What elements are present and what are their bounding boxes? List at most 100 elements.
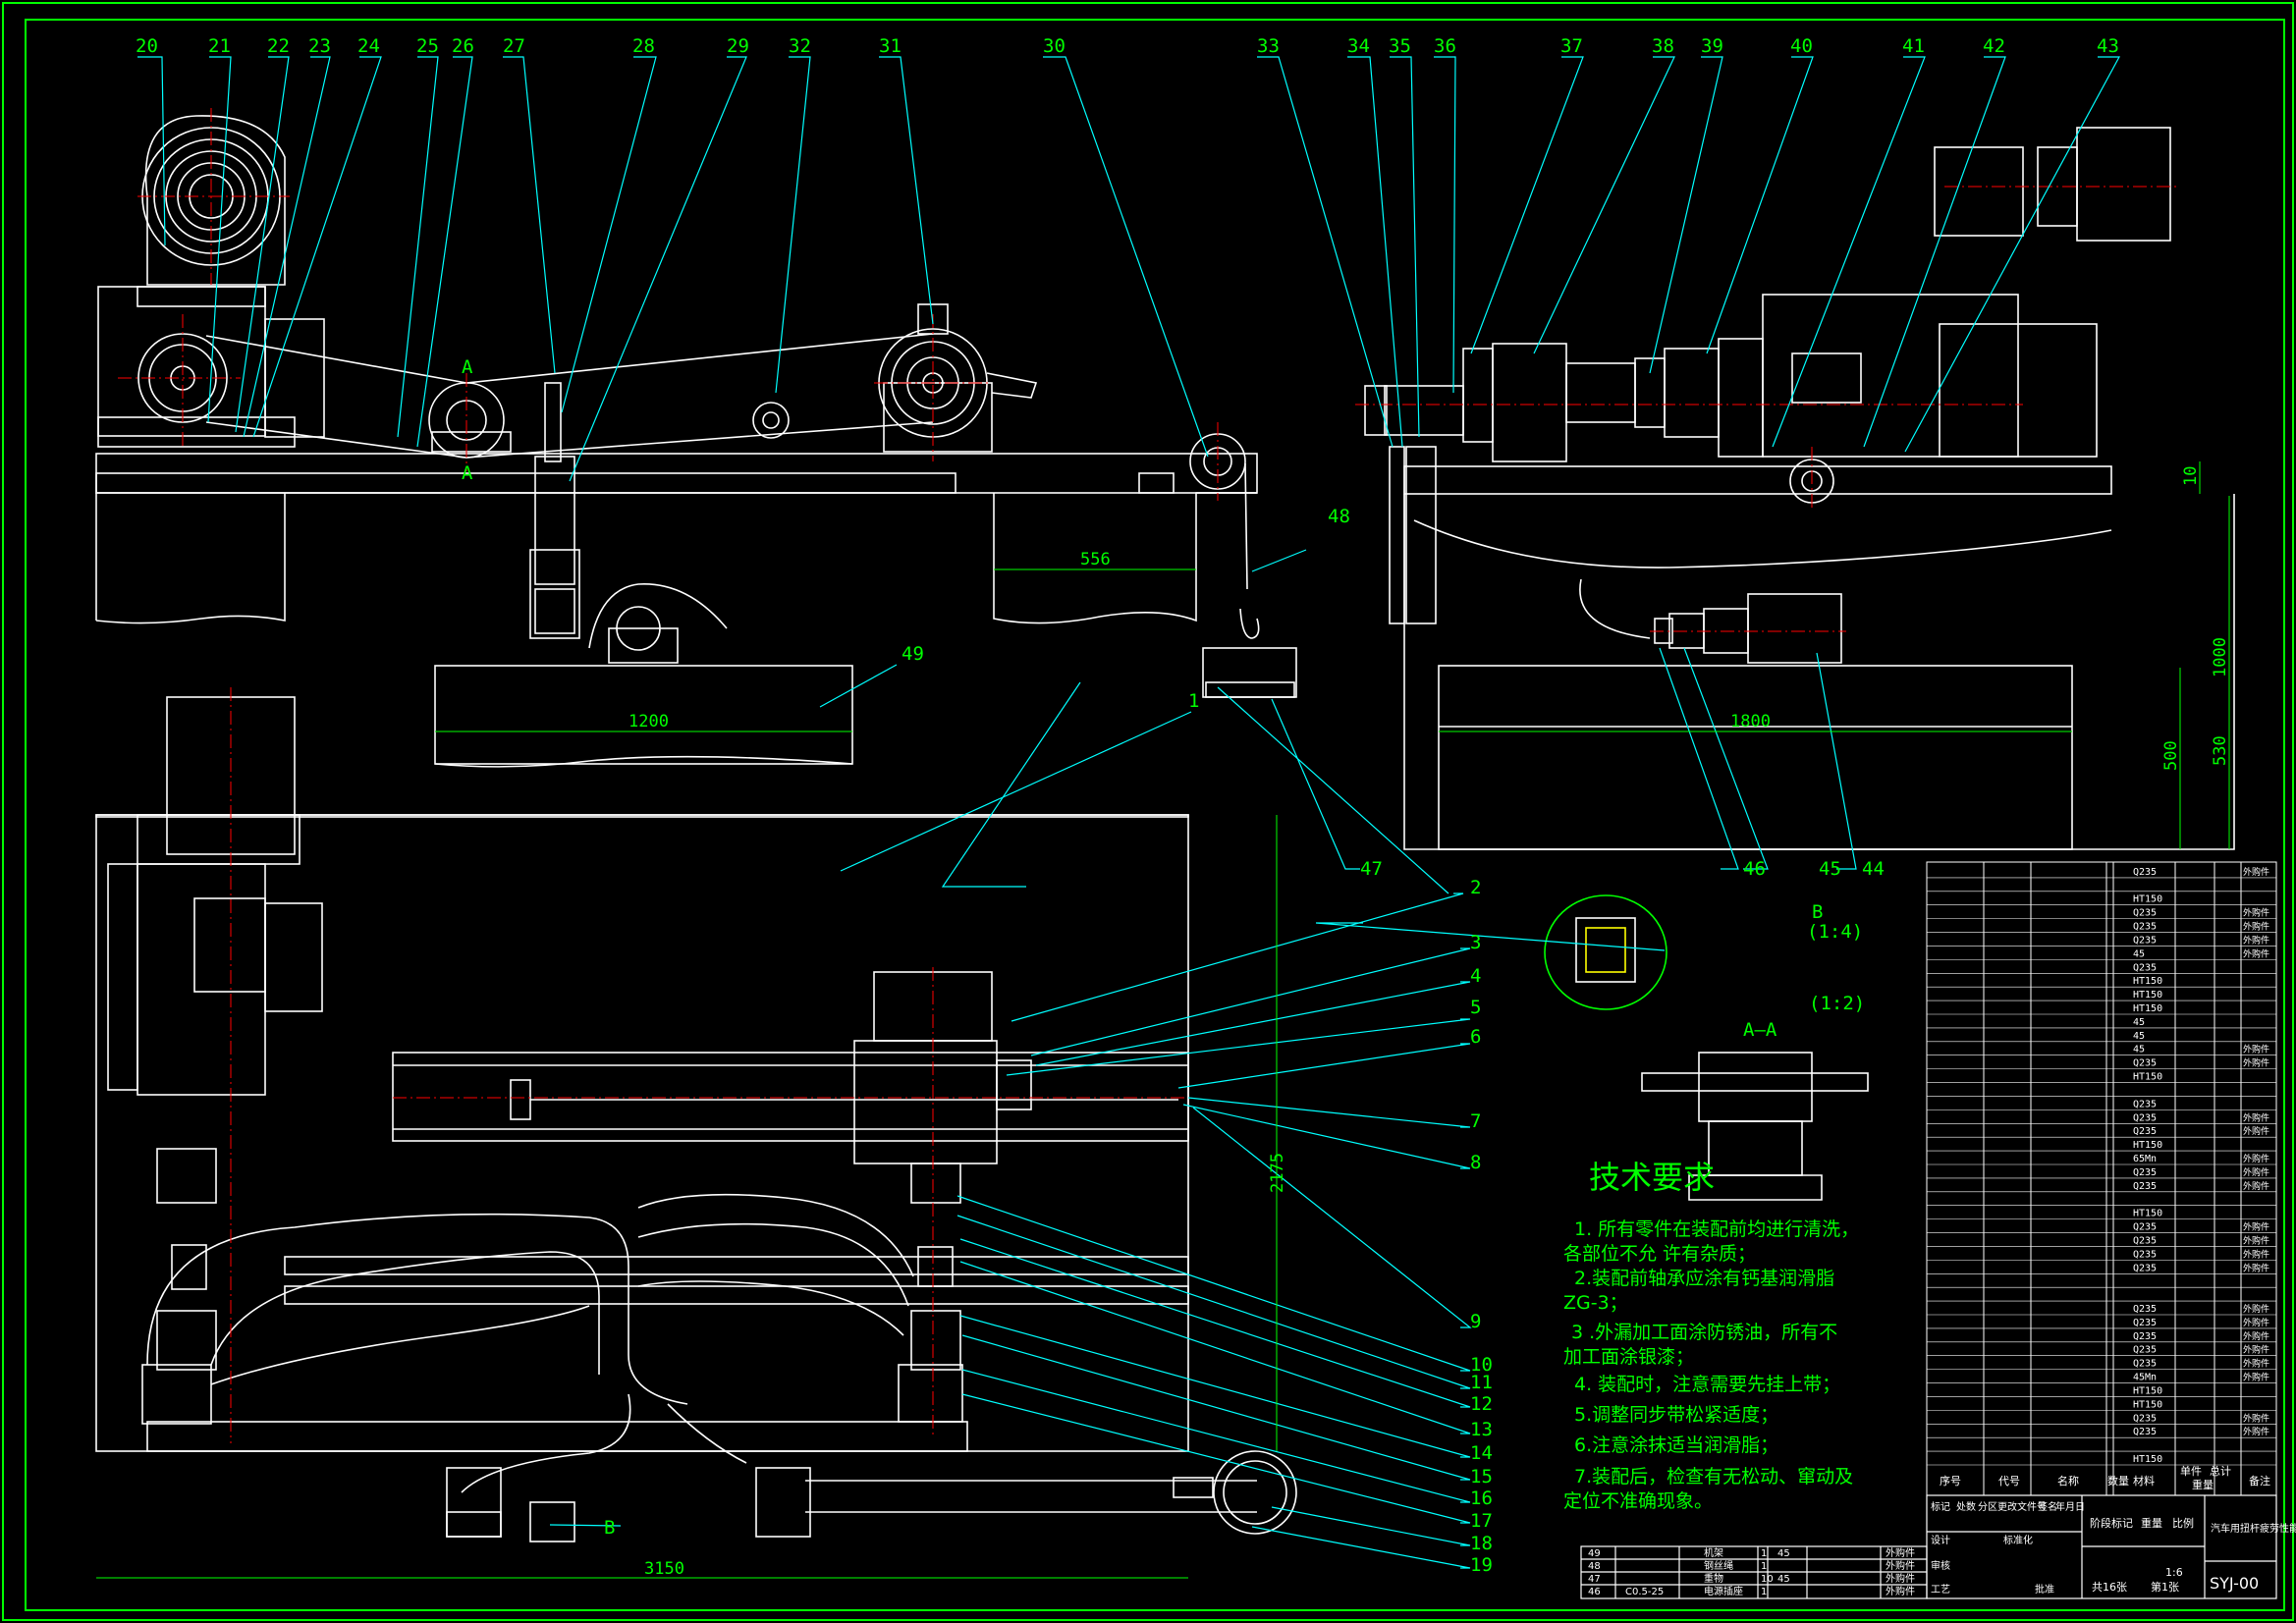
parts-row-material: Q235 [2133,1413,2157,1424]
parts-row-note: 外购件 [2243,1344,2269,1356]
callout-26: 26 [452,35,474,57]
section-marks: A A A—A (1:2) B (1:4) [462,356,1865,1041]
title-weight-label: 重量 [2141,1516,2162,1530]
small-note-2: 外购件 [1886,1559,1915,1572]
parts-row-note: 外购件 [2243,921,2269,933]
small-note-3: 外购件 [1886,1572,1915,1585]
title-row-count: 处数 [1956,1500,1976,1513]
small-row-2-name: 钢丝绳 [1704,1559,1733,1572]
parts-row-material: Q235 [2133,1222,2157,1233]
callout-22: 22 [267,35,290,57]
callout-31: 31 [879,35,902,57]
callout-16: 16 [1470,1488,1493,1509]
detail-b-title: B [1812,901,1823,923]
parts-row-note: 外购件 [2243,907,2269,919]
leader-lines [137,56,2121,1569]
parts-row-material: Q235 [2133,1304,2157,1315]
detail-b [1544,894,1667,1010]
parts-header-code: 代号 [1998,1475,2020,1488]
parts-row-note: 外购件 [2243,1317,2269,1328]
parts-row-material: HT150 [2133,1209,2162,1219]
parts-row-note: 外购件 [2243,1330,2269,1342]
callout-49: 49 [902,643,924,665]
parts-header-note: 备注 [2249,1474,2270,1488]
parts-row-note: 外购件 [2243,1153,2269,1164]
callout-43: 43 [2097,35,2119,57]
small-row-3-qty: 10 [1761,1574,1774,1585]
callout-45: 45 [1819,858,1841,880]
small-row-2-qty: 1 [1761,1561,1767,1572]
callouts-text: 20 21 22 23 24 25 26 27 28 29 32 31 30 3… [136,35,2119,1576]
callout-5: 5 [1470,997,1481,1018]
parts-row-note: 外购件 [2243,1426,2269,1437]
parts-header-name: 名称 [2057,1474,2079,1488]
title-row-mark: 标记 [1931,1501,1950,1513]
parts-row-material: Q235 [2133,1318,2157,1328]
title-role-design: 设计 [1931,1534,1950,1546]
small-row-3-name: 重物 [1704,1572,1723,1585]
front-centerlines [118,108,1219,501]
parts-row-material: HT150 [2133,1003,2162,1014]
title-stage-label: 阶段标记 [2090,1516,2133,1530]
callout-9: 9 [1470,1311,1481,1332]
parts-row-note: 外购件 [2243,1221,2269,1233]
callout-24: 24 [357,35,380,57]
callout-35: 35 [1389,35,1411,57]
parts-row-note: 外购件 [2243,1125,2269,1137]
parts-row-material: Q235 [2133,1345,2157,1356]
plan-view [95,696,1297,1542]
parts-row-material: Q235 [2133,1331,2157,1342]
callout-36: 36 [1434,35,1456,57]
parts-row-material: HT150 [2133,1399,2162,1410]
parts-row-material: Q235 [2133,1112,2157,1123]
parts-header-unit: 单件 [2180,1465,2202,1478]
parts-row-material: Q235 [2133,908,2157,919]
parts-row-material: Q235 [2133,1263,2157,1273]
title-row-change: 更改文件号 [1997,1500,2047,1513]
tech-req-line-3: 2.装配前轴承应涂有钙基润滑脂 [1574,1268,1834,1289]
section-aa [1641,1052,1869,1201]
callout-2: 2 [1470,877,1481,898]
title-scale-label: 比例 [2172,1516,2194,1530]
dim-1800: 1800 [1730,712,1771,731]
callout-14: 14 [1470,1442,1493,1464]
callout-34: 34 [1347,35,1370,57]
parts-header-material: 材料 [2133,1474,2155,1488]
callout-18: 18 [1470,1533,1493,1554]
tech-req-line-5: 3 .外漏加工面涂防锈油，所有不 [1571,1322,1837,1343]
parts-row-note: 外购件 [2243,1248,2269,1260]
parts-row-material: 45 [2133,948,2145,959]
title-sheet-no: 第1张 [2151,1580,2179,1594]
title-row-zone: 分区 [1978,1501,1997,1513]
title-role-approve: 批准 [2035,1583,2054,1596]
dim-10: 10 [2181,466,2201,486]
callout-1: 1 [1188,690,1199,712]
parts-row-note: 外购件 [2243,1166,2269,1178]
title-row-date: 年月日 [2055,1500,2085,1513]
callout-46: 46 [1743,858,1766,880]
parts-list-frame [1926,861,2277,1496]
callout-27: 27 [503,35,525,57]
parts-row-material: Q235 [2133,1167,2157,1178]
title-row-sign: 签名 [2038,1500,2057,1513]
parts-header-total: 总计 [2210,1464,2231,1478]
parts-row-note: 外购件 [2243,947,2269,959]
parts-row-material: HT150 [2133,1454,2162,1465]
small-row-4-no: 46 [1588,1587,1601,1597]
parts-row-note: 外购件 [2243,1358,2269,1370]
title-role-review: 审核 [1931,1559,1950,1572]
parts-row-material: Q235 [2133,1235,2157,1246]
callout-10: 10 [1470,1354,1493,1376]
title-drawing-number: SYJ-00 [2210,1574,2259,1593]
title-role-process: 工艺 [1931,1584,1950,1596]
small-table-text: 49 机架 1 45 48 钢丝绳 1 47 重物 10 45 46 C0.5-… [1588,1546,1915,1597]
parts-header-qty: 数量 [2107,1475,2129,1488]
parts-header-no: 序号 [1940,1474,1961,1488]
parts-row-material: Q235 [2133,962,2157,973]
callout-48: 48 [1328,506,1350,527]
parts-row-note: 外购件 [2243,1234,2269,1246]
callout-23: 23 [308,35,331,57]
parts-row-note: 外购件 [2243,866,2269,878]
small-note-1: 外购件 [1886,1546,1915,1559]
